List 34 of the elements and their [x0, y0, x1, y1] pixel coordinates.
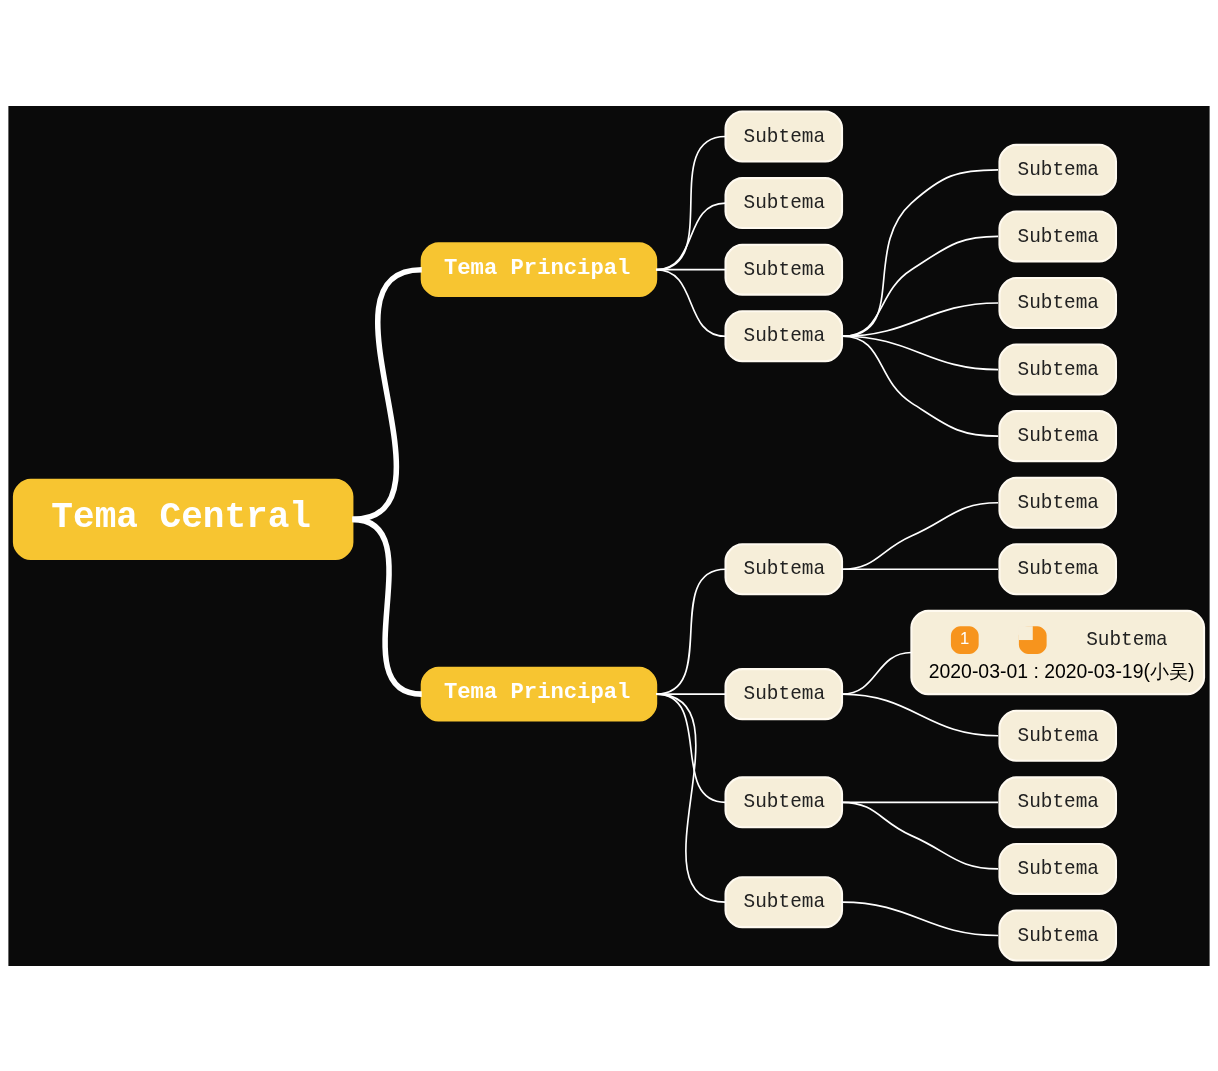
node-box: Subtema	[724, 309, 844, 362]
node-box: Subtema	[998, 343, 1117, 396]
connector	[841, 801, 999, 803]
node-box: Subtema	[998, 709, 1117, 762]
connector	[841, 801, 999, 870]
connector	[841, 900, 999, 936]
node-box: Subtema	[998, 409, 1117, 462]
node-box: Subtema	[724, 542, 844, 595]
node-box: Subtema	[998, 276, 1117, 329]
node-box: Tema Central	[12, 478, 354, 560]
node-box: Subtema	[998, 775, 1117, 828]
node-box: Subtema	[998, 909, 1117, 961]
connector	[841, 501, 999, 570]
node-box: Subtema	[724, 243, 844, 296]
node-box: Subtema	[724, 667, 844, 720]
connector	[841, 567, 999, 570]
node-box: Subtema	[724, 875, 844, 928]
connector	[351, 516, 423, 697]
connector	[841, 334, 999, 370]
node-box: Subtema	[724, 775, 844, 828]
connector	[841, 692, 999, 737]
connector	[841, 334, 999, 437]
node-box: Subtema	[998, 476, 1117, 529]
node-box: Subtema	[724, 110, 844, 162]
connector	[655, 268, 727, 337]
connector	[655, 692, 727, 903]
node-box: Tema Principal	[420, 666, 658, 721]
node-box: Subtema	[998, 542, 1117, 595]
connector	[351, 266, 423, 522]
node-box: Subtema	[724, 176, 844, 229]
node-box: Subtema	[998, 143, 1117, 196]
node-box: Subtema	[998, 209, 1117, 262]
node-box: Subtema	[998, 842, 1117, 895]
node-box: Tema Principal	[420, 241, 658, 297]
